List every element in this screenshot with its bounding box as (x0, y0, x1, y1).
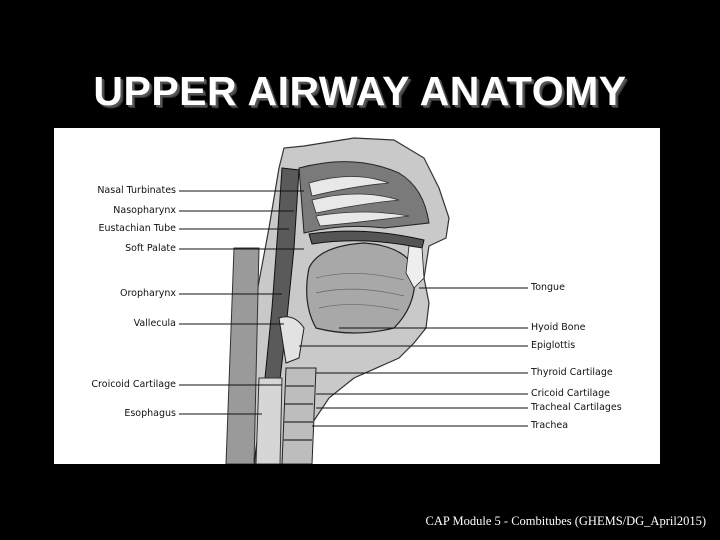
label-tongue: Tongue (531, 282, 565, 294)
slide-footer: CAP Module 5 - Combitubes (GHEMS/DG_Apri… (426, 514, 706, 529)
label-hyoid-bone: Hyoid Bone (531, 322, 585, 334)
label-epiglottis: Epiglottis (531, 340, 575, 352)
label-nasal-turbinates: Nasal Turbinates (58, 185, 176, 197)
label-nasopharynx: Nasopharynx (58, 205, 176, 217)
tongue-shape (307, 243, 415, 333)
label-trachea: Trachea (531, 420, 568, 432)
label-eustachian-tube: Eustachian Tube (58, 223, 176, 235)
label-cricoid-cartilage: Cricoid Cartilage (531, 388, 610, 400)
label-oropharynx: Oropharynx (58, 288, 176, 300)
slide-title: UPPER AIRWAY ANATOMY (0, 68, 720, 115)
esophagus-shape (256, 378, 282, 464)
anatomy-figure: Nasal Turbinates Nasopharynx Eustachian … (54, 128, 660, 464)
label-thyroid-cartilage: Thyroid Cartilage (531, 367, 613, 379)
label-vallecula: Vallecula (58, 318, 176, 330)
label-croicoid-cartilage: Croicoid Cartilage (58, 379, 176, 391)
spine (226, 248, 259, 464)
label-esophagus: Esophagus (58, 408, 176, 420)
trachea-shape (282, 368, 316, 464)
label-soft-palate: Soft Palate (58, 243, 176, 255)
label-tracheal-cartilages: Tracheal Cartilages (531, 402, 622, 414)
